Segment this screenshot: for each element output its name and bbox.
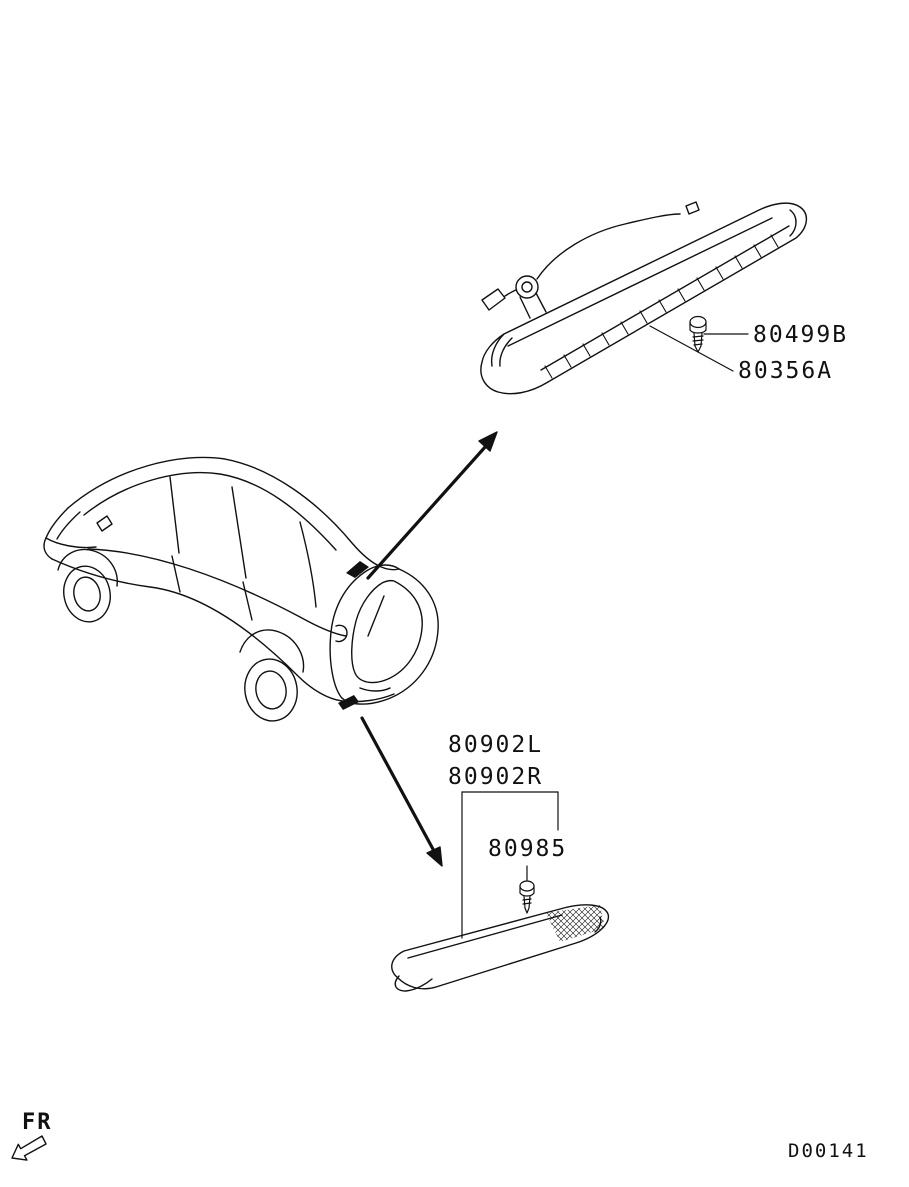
front-direction-label: FR xyxy=(22,1110,53,1135)
high-mount-stop-lamp-illustration xyxy=(480,201,807,395)
side-marker-lamp-illustration xyxy=(391,904,610,992)
wiring-harness-icon xyxy=(481,201,700,311)
arrow-to-high-mount-lamp-icon xyxy=(366,431,498,580)
callout-high-mount-stop-lamp: 80356A xyxy=(738,358,834,384)
screw-icon-upper xyxy=(689,315,707,353)
diagram-code: D00141 xyxy=(788,1140,869,1162)
callout-side-marker-right: 80902R xyxy=(448,764,544,790)
callout-side-marker-left: 80902L xyxy=(448,732,544,758)
screw-icon-lower xyxy=(519,880,535,914)
callout-screw-upper: 80499B xyxy=(753,322,849,348)
bulb-socket-icon xyxy=(515,275,547,319)
callout-screw-lower: 80985 xyxy=(488,836,568,862)
callout-leader-lines xyxy=(461,325,749,939)
arrow-to-side-marker-lamp-icon xyxy=(360,716,443,867)
marker-lamp-location-mark xyxy=(338,695,359,710)
fr-direction-arrow-icon xyxy=(11,1135,47,1161)
vehicle-illustration xyxy=(43,456,439,722)
high-mount-lamp-location-mark xyxy=(346,561,369,578)
lens-texture xyxy=(546,905,605,942)
